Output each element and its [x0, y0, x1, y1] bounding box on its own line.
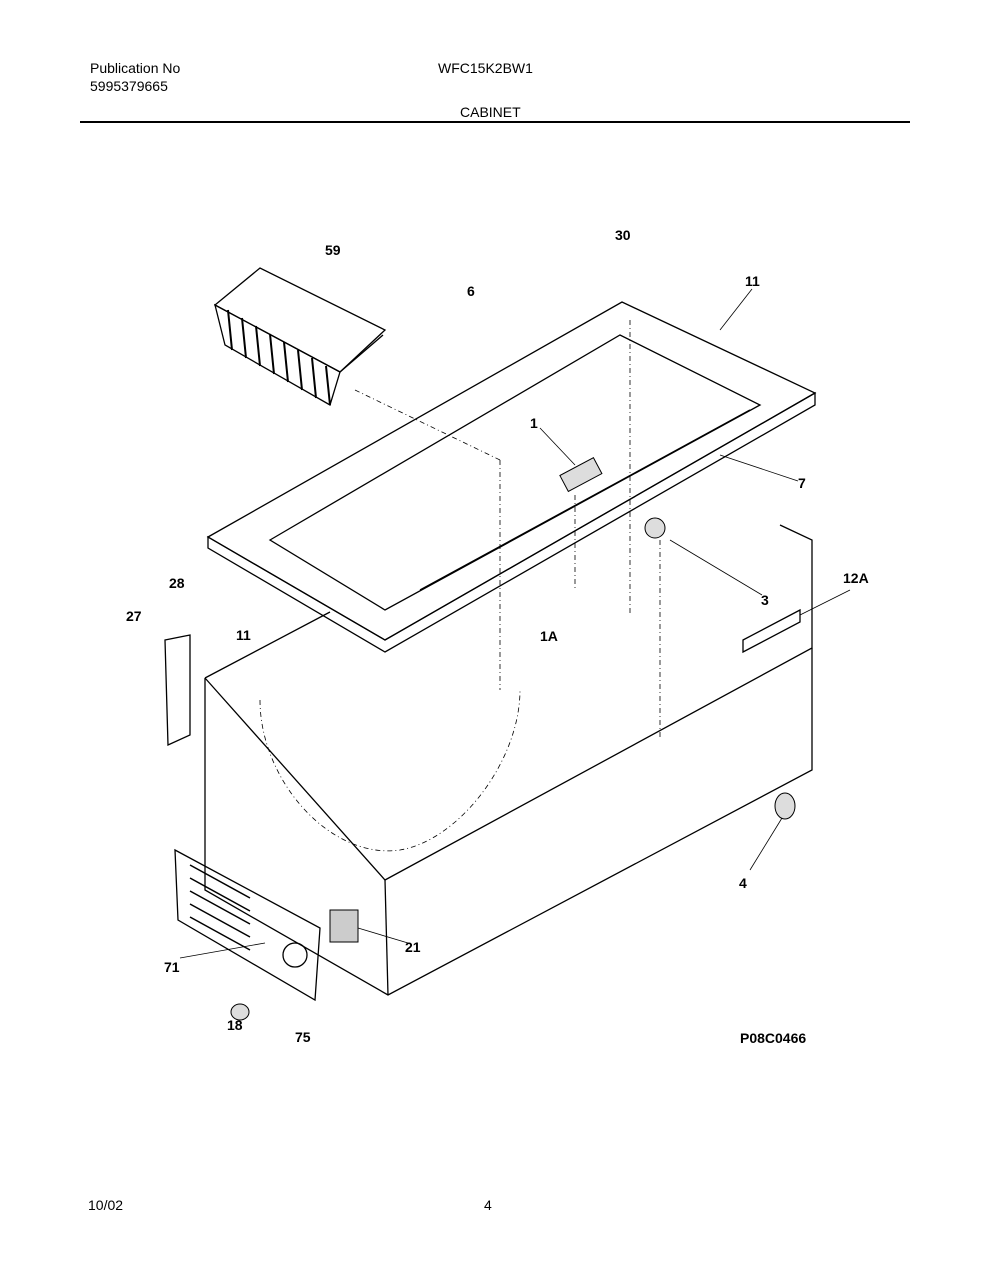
lid-handle [559, 456, 603, 493]
part-label-11: 11 [745, 273, 760, 289]
publication-number: 5995379665 [90, 78, 168, 94]
part-label-75: 75 [295, 1029, 311, 1045]
drain-plug [644, 517, 666, 539]
model-number: WFC15K2BW1 [438, 60, 533, 76]
part-label-4: 4 [739, 875, 747, 891]
hinge [164, 634, 191, 746]
cabinet-body [204, 320, 813, 996]
part-label-18: 18 [227, 1017, 243, 1033]
lid-frame [206, 301, 817, 653]
thermostat [329, 909, 359, 943]
part-label-30: 30 [615, 227, 631, 243]
part-label-1a: 1A [540, 628, 558, 644]
part-label-27: 27 [126, 608, 142, 624]
part-label-7: 7 [798, 475, 806, 491]
page-number: 4 [484, 1197, 492, 1213]
header-divider [80, 121, 910, 123]
part-label-1: 1 [530, 415, 538, 431]
figure-code: P08C0466 [740, 1030, 806, 1046]
part-label-71: 71 [164, 959, 180, 975]
leader-lines [179, 288, 851, 959]
basket [213, 267, 387, 406]
knob [230, 1003, 250, 1021]
part-label-28: 28 [169, 575, 185, 591]
part-label-11b: 11 [236, 627, 251, 643]
section-title: CABINET [460, 104, 521, 120]
part-label-12a: 12A [843, 570, 869, 586]
part-label-6: 6 [467, 283, 475, 299]
part-label-21: 21 [405, 939, 421, 955]
footer-date: 10/02 [88, 1197, 124, 1213]
part-label-59: 59 [325, 242, 341, 258]
part-labels: 59 30 6 11 1 7 3 12A 28 27 11 1A 4 21 71… [126, 227, 869, 1046]
part-label-3: 3 [761, 592, 769, 608]
drain-cap [774, 792, 796, 820]
publication-label: Publication No [90, 60, 181, 76]
grille [174, 848, 321, 1002]
